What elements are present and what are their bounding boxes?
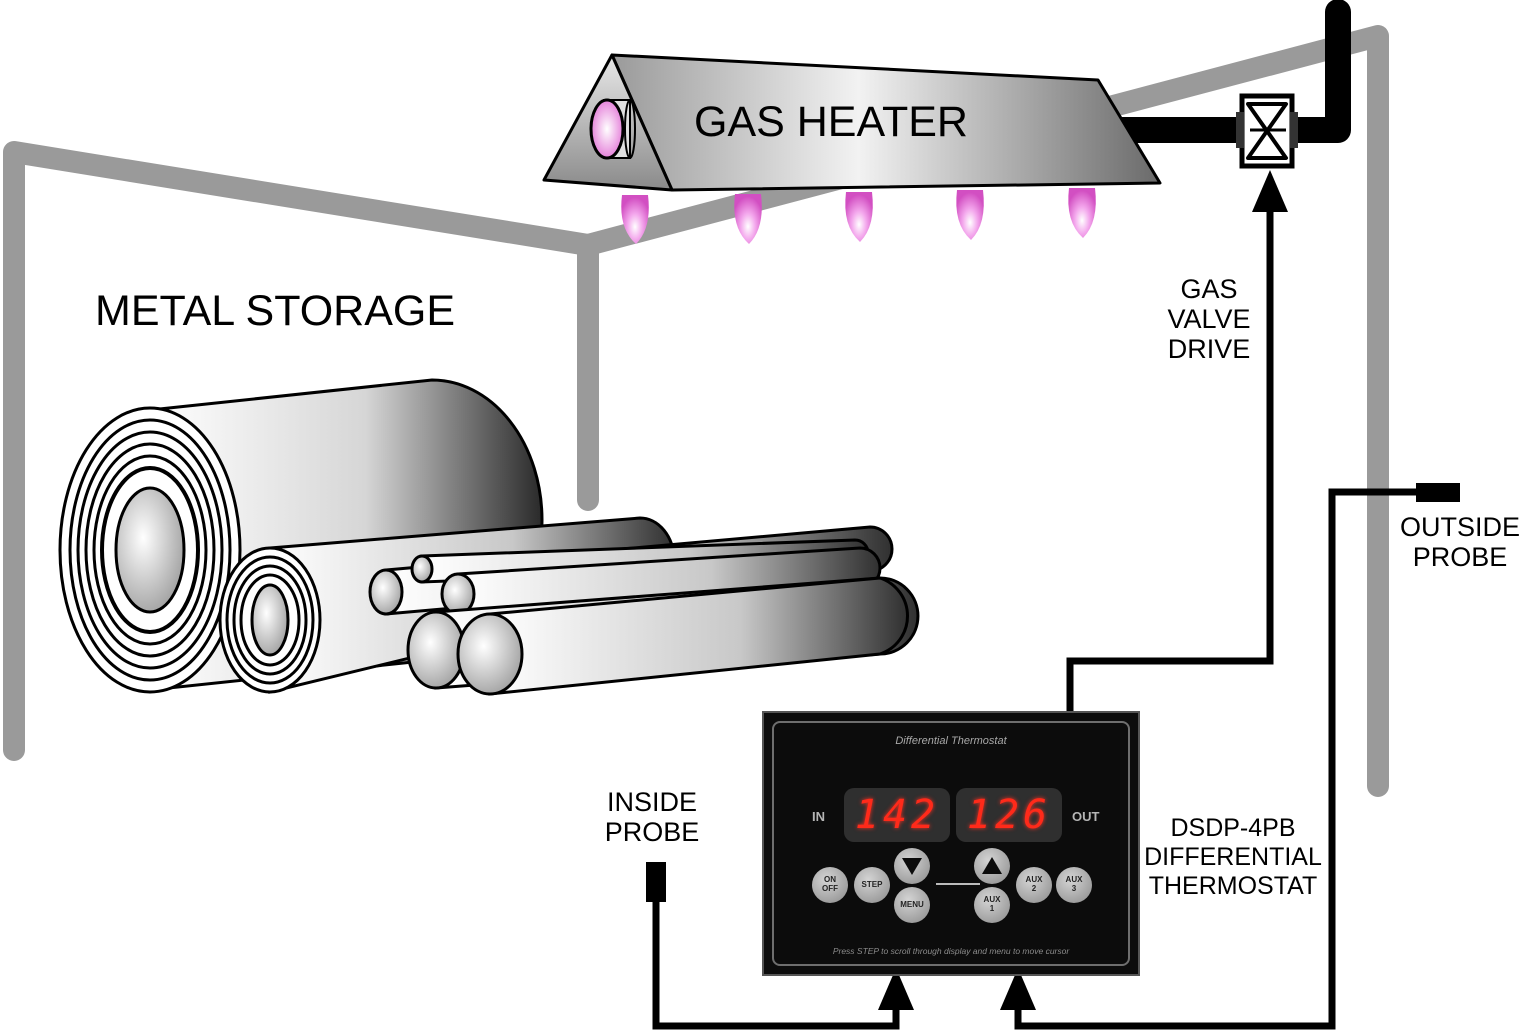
inside-probe (646, 862, 666, 902)
in-temperature-display: 142 (844, 788, 950, 842)
flame (1068, 188, 1096, 238)
burner-flames (621, 188, 1096, 244)
thermostat-panel: Differential Thermostat IN OUT 142 126 O… (762, 711, 1140, 976)
gas-heater (542, 53, 1162, 192)
label-line: DIFFERENTIAL (1144, 843, 1322, 871)
gas-valve (1236, 93, 1298, 169)
panel-bezel (772, 721, 1130, 966)
inside-probe-arrow (878, 968, 914, 1010)
outside-probe (1416, 483, 1460, 502)
outside-probe-label: OUTSIDE PROBE (1394, 512, 1526, 572)
flame (845, 192, 873, 242)
label-line: DRIVE (1167, 334, 1251, 364)
triangle-up-icon (982, 857, 1002, 874)
outside-probe-arrow (1000, 968, 1036, 1010)
label-line: PROBE (604, 817, 700, 847)
label-line: INSIDE (606, 787, 698, 817)
valve-drive-arrow (1252, 170, 1288, 212)
arrowheads (878, 170, 1288, 1010)
inside-probe-label: INSIDE PROBE (590, 787, 714, 847)
heater-port (589, 98, 625, 160)
gas-heater-label: GAS HEATER (694, 98, 968, 146)
gas-valve-drive-label: GAS VALVE DRIVE (1150, 274, 1268, 364)
triangle-down-icon (902, 858, 922, 875)
out-temperature-display: 126 (956, 788, 1062, 842)
label-line: THERMOSTAT (1148, 872, 1318, 900)
menu-button[interactable]: MENU (894, 887, 930, 923)
arrow-connector (936, 883, 980, 885)
panel-instructions: Press STEP to scroll through display and… (832, 946, 1070, 956)
label-line: GAS (1180, 274, 1238, 304)
out-label: OUT (1072, 809, 1100, 824)
device-label: DSDP-4PB DIFFERENTIAL THERMOSTAT (1140, 814, 1326, 901)
metal-storage-label: METAL STORAGE (95, 287, 455, 335)
inside-probe-wire (652, 900, 900, 1030)
panel-title: Differential Thermostat (895, 735, 1007, 747)
label-line: VALVE (1167, 304, 1251, 334)
label-line: OUTSIDE (1399, 512, 1520, 542)
label-line: PROBE (1412, 542, 1508, 572)
gas-valve-drive-wire (1066, 212, 1274, 712)
left-wall (3, 141, 599, 761)
gas-supply-pipe (1105, 0, 1351, 143)
flame (956, 190, 984, 240)
in-label: IN (812, 809, 825, 824)
down-button[interactable] (894, 848, 930, 884)
flame (734, 194, 762, 244)
up-button[interactable] (974, 848, 1010, 884)
metal-pipes (368, 525, 920, 696)
label-line: DSDP-4PB (1170, 814, 1296, 842)
flame (621, 195, 649, 244)
step-button[interactable]: STEP (854, 867, 890, 903)
